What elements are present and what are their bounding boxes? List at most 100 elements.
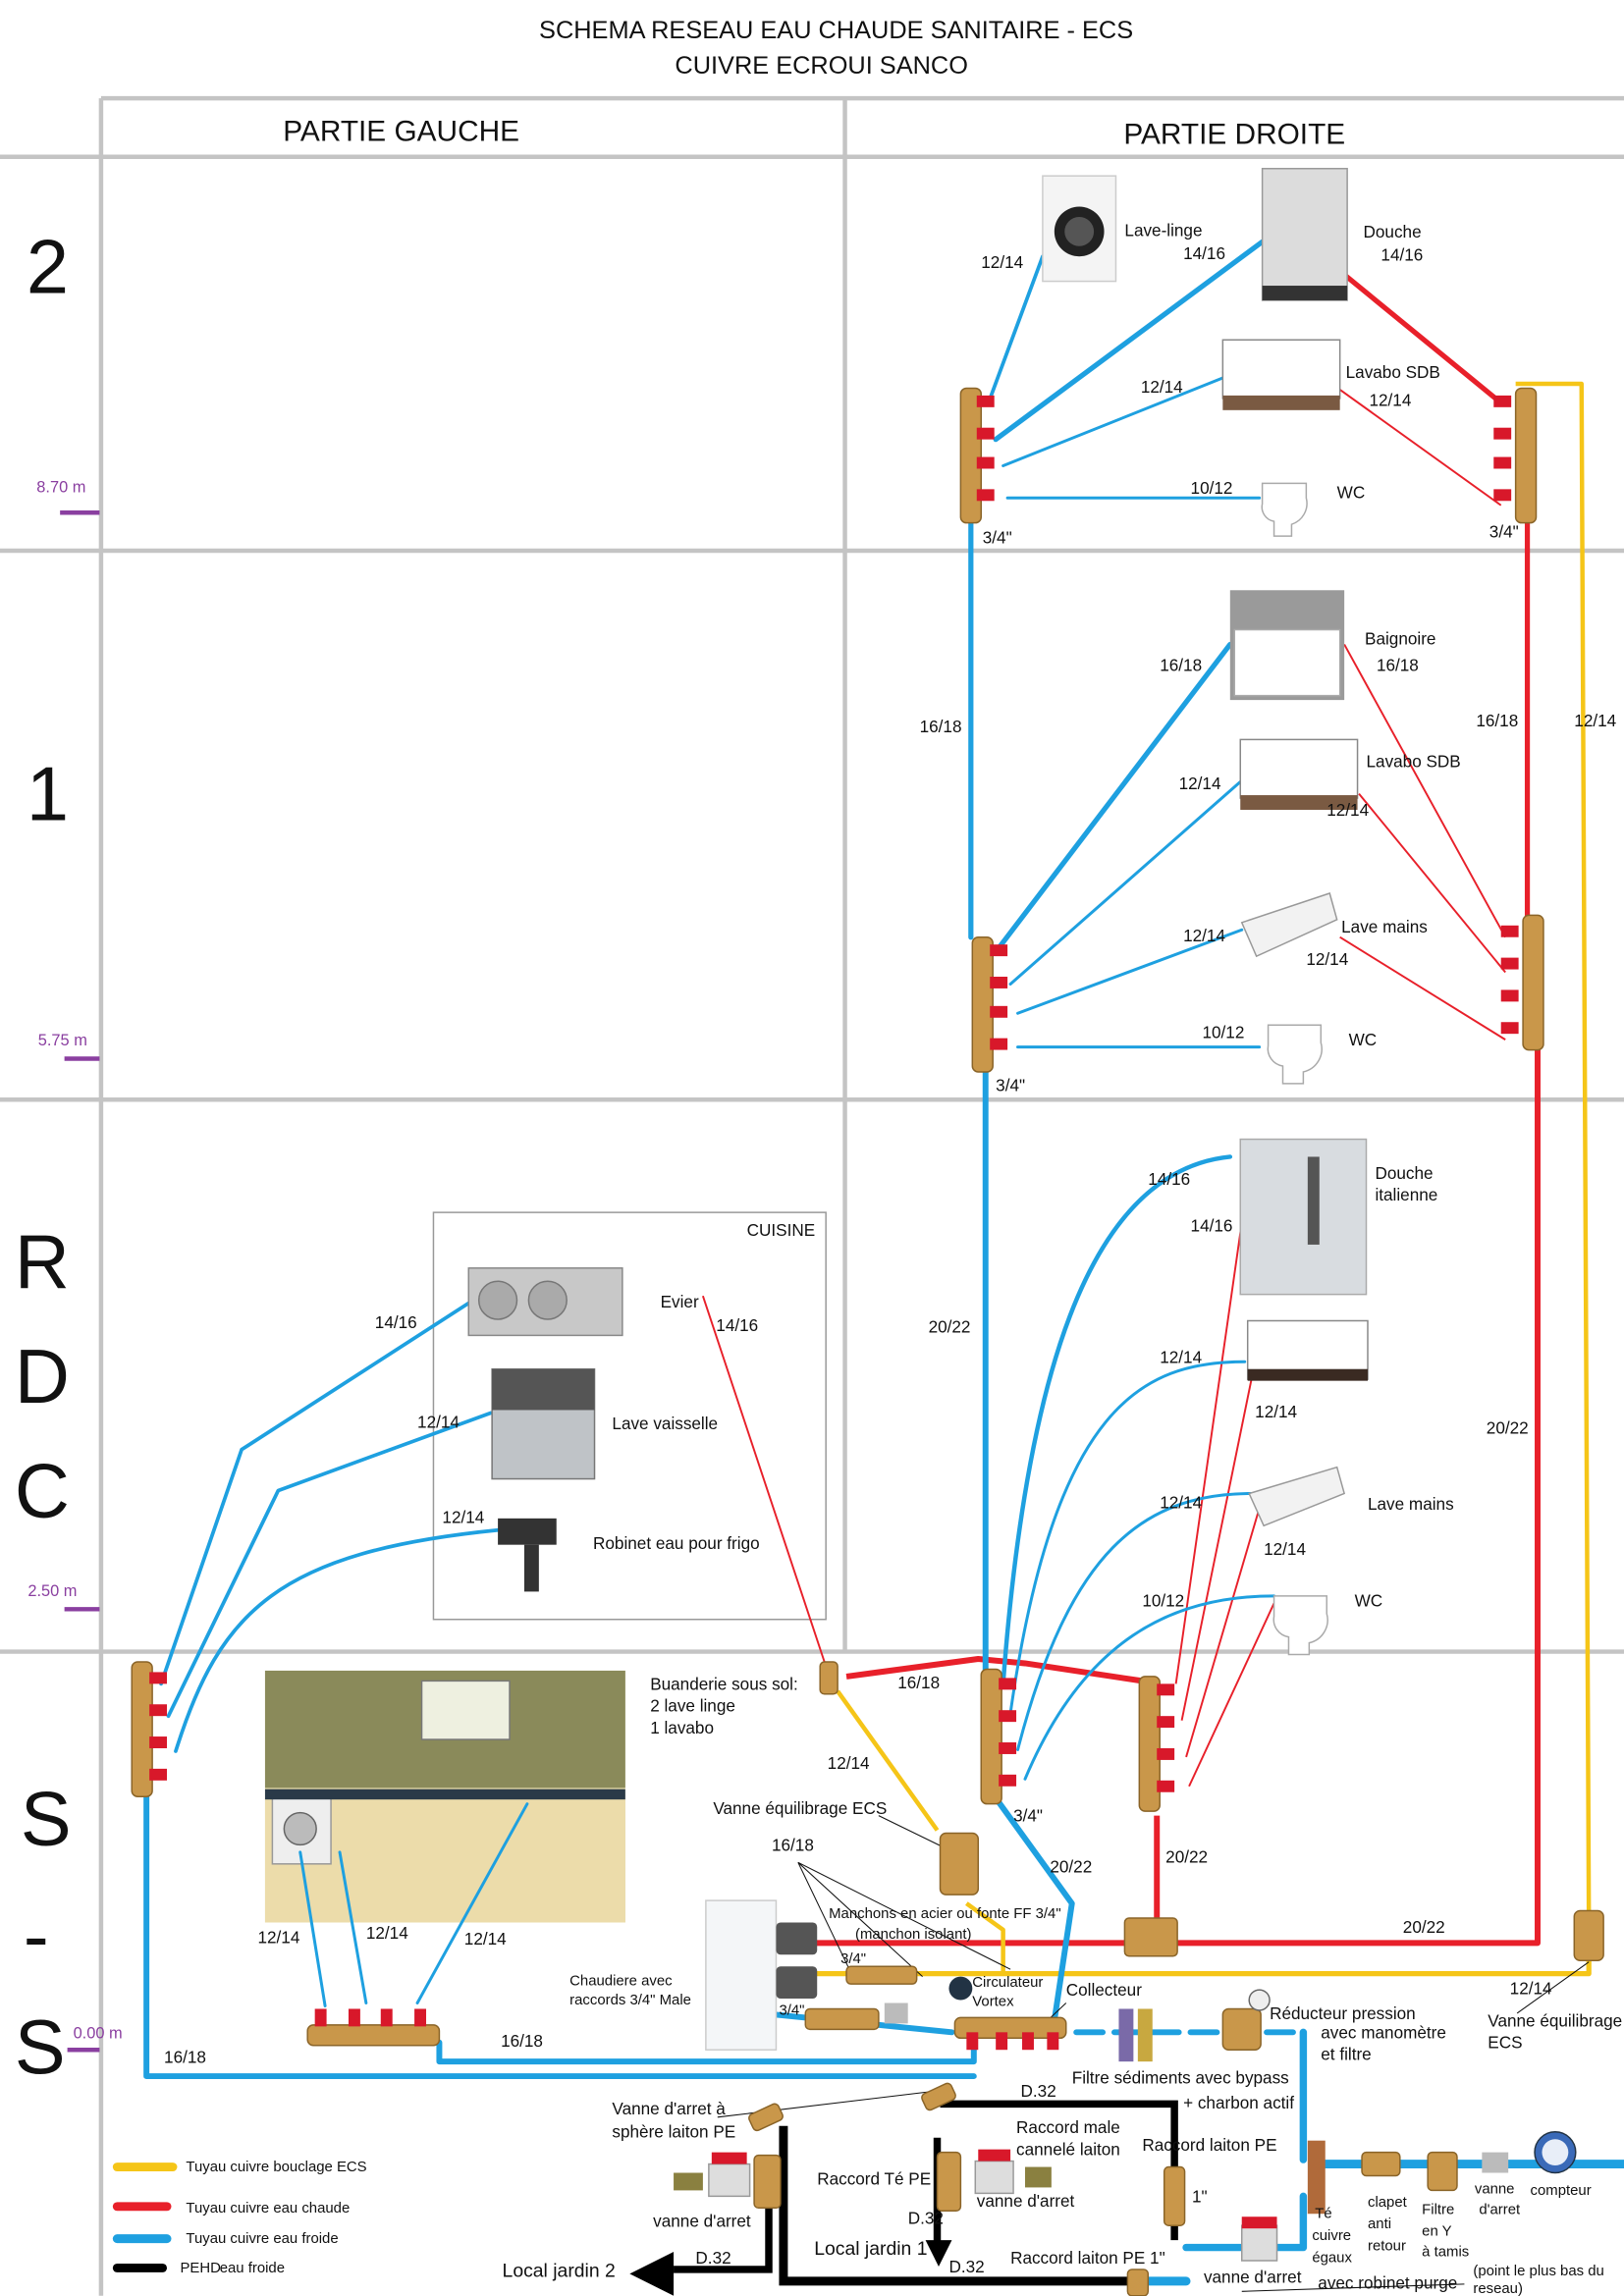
kitchen-title: CUISINE — [747, 1220, 816, 1240]
pipe-size-label: 14/16 — [1191, 1216, 1233, 1236]
component-label: Manchons en acier ou fonte FF 3/4" — [829, 1906, 1060, 1922]
component-label: Collecteur — [1066, 1980, 1142, 2000]
component-label: cannelé laiton — [1016, 2140, 1120, 2160]
pipe-size-label: 12/14 — [1160, 1492, 1202, 1512]
fixture-label: Evier — [661, 1292, 699, 1311]
component-label: et filtre — [1321, 2045, 1371, 2064]
pipe-size-label: 12/14 — [442, 1507, 484, 1526]
level-rdc-label-d: D — [15, 1335, 70, 1419]
laundry-label: 1 lavabo — [650, 1718, 714, 1737]
component-label: Circulateur — [972, 1975, 1043, 1991]
pipe-size-label: 3/4" — [840, 1951, 866, 1967]
pipe-size-label: 12/14 — [1183, 926, 1225, 945]
manifold-level-2-right — [1493, 387, 1538, 524]
component-label: Chaudiere avec — [569, 1974, 673, 1990]
manifold-ss-left — [131, 1661, 168, 1797]
component-label: cuivre — [1312, 2228, 1351, 2244]
legend: Tuyau cuivre bouclage ECS Tuyau cuivre e… — [112, 2160, 367, 2276]
level-ss-label-s2: S — [15, 2005, 66, 2090]
component-label: Vortex — [972, 1994, 1014, 2009]
component-label: à tamis — [1422, 2245, 1469, 2261]
circulator-pump-icon — [804, 1965, 973, 2031]
pipe-size-label: 3/4" — [996, 1075, 1025, 1095]
component-label: Filtre sédiments avec bypass — [1072, 2068, 1289, 2088]
pipe-size-label: 10/12 — [1191, 478, 1233, 498]
leader-lines — [717, 1815, 1590, 2292]
hand-basin-icon — [1248, 1466, 1346, 1527]
pipe-size-label: 12/14 — [1574, 711, 1616, 730]
component-label: vanne d'arret — [653, 2212, 751, 2231]
grid — [0, 95, 1624, 2296]
component-label: Raccord male — [1016, 2117, 1120, 2137]
fixture-label: Lave vaisselle — [612, 1414, 718, 1433]
height-rdc: 2.50 m — [27, 1582, 77, 1600]
pipe-size-label: 16/18 — [501, 2031, 543, 2051]
pipe-size-label: 3/4" — [983, 528, 1012, 548]
kitchen-box — [432, 1211, 827, 1621]
pipe-size-label: 12/14 — [464, 1929, 507, 1949]
component-label: clapet — [1368, 2195, 1408, 2211]
pipe-size-label: 12/14 — [257, 1927, 299, 1947]
bathtub-icon — [1229, 590, 1345, 701]
component-label: égaux — [1312, 2250, 1352, 2266]
pipe-size-label: 12/14 — [417, 1412, 460, 1431]
component-label: reseau) — [1473, 2281, 1523, 2296]
pipe-size-label: 14/16 — [1380, 245, 1423, 265]
component-label: vanne d'arret — [1204, 2267, 1302, 2286]
washbasin-icon — [1239, 738, 1359, 810]
height-level-1: 5.75 m — [38, 1032, 87, 1049]
fixture-label: Douche — [1375, 1163, 1433, 1183]
component-label: retour — [1368, 2239, 1406, 2255]
pe-fittings-icons — [674, 2082, 1278, 2296]
title-line-1: SCHEMA RESEAU EAU CHAUDE SANITAIRE - ECS — [539, 17, 1133, 44]
laundry-label: 2 lave linge — [650, 1696, 735, 1716]
component-label: Réducteur pression — [1270, 2003, 1416, 2023]
pipe-size-label: 12/14 — [1326, 800, 1369, 820]
component-label: sphère laiton PE — [612, 2122, 735, 2142]
title-line-2: CUIVRE ECROUI SANCO — [675, 52, 968, 80]
pipe-size-label: 12/14 — [366, 1923, 408, 1943]
balancing-valve-icon — [819, 1661, 1604, 1961]
legend-label: Tuyau cuivre bouclage ECS — [186, 2160, 366, 2175]
legend-label: PEHD — [180, 2261, 221, 2276]
component-label: compteur — [1531, 2183, 1592, 2199]
fixture-label: Lave mains — [1368, 1494, 1454, 1514]
pipe-size-label: 16/18 — [1377, 655, 1419, 674]
laundry-label: Buanderie sous sol: — [650, 1674, 798, 1693]
manifold-level-1-left — [971, 935, 1008, 1073]
pipe-size-label: 12/14 — [1255, 1402, 1297, 1421]
destination-label: Local jardin 1 — [814, 2238, 927, 2260]
meter-line-icons — [1307, 2130, 1577, 2215]
fixture-label: Lave-linge — [1124, 220, 1202, 240]
level-1-label: 1 — [27, 752, 69, 836]
component-label: vanne — [1475, 2181, 1515, 2197]
pipe-size-label: 20/22 — [1165, 1846, 1208, 1866]
pipe-size-label: 16/18 — [164, 2048, 206, 2067]
washbasin-icon — [1221, 339, 1341, 410]
pipe-size-label: 14/16 — [716, 1315, 758, 1335]
pipe-size-label: 12/14 — [1306, 949, 1348, 969]
boiler-icon — [705, 1899, 778, 2051]
laundry-photo — [264, 1670, 625, 1923]
component-label: Vanne équilibrage ECS — [713, 1798, 887, 1818]
fixture-label: Lave mains — [1341, 917, 1428, 936]
main-cold-collector — [953, 2016, 1067, 2051]
fixture-label: WC — [1349, 1030, 1378, 1049]
component-label: Vanne d'arret à — [612, 2099, 726, 2118]
pipe-size-label: 16/18 — [897, 1673, 940, 1692]
component-label: Raccord laiton PE 1" — [1010, 2248, 1165, 2268]
component-label: avec robinet purge — [1318, 2272, 1457, 2292]
fixture-label: WC — [1355, 1590, 1383, 1610]
component-label: en Y — [1422, 2224, 1451, 2240]
wc-icon — [1272, 1595, 1328, 1656]
pipe-size-label: 12/14 — [981, 252, 1023, 272]
level-ss-label-s1: S — [21, 1777, 72, 1861]
height-ss: 0.00 m — [74, 2024, 123, 2042]
pipe-size-label: 16/18 — [1160, 655, 1202, 674]
filter-and-reducer-icons — [1118, 1989, 1271, 2062]
manifold-level-2-left — [959, 387, 995, 524]
component-label: + charbon actif — [1183, 2093, 1294, 2112]
component-label: raccords 3/4" Male — [569, 1993, 691, 2008]
washbasin-icon — [1246, 1319, 1369, 1381]
pipe-size-label: D.32 — [695, 2248, 731, 2268]
